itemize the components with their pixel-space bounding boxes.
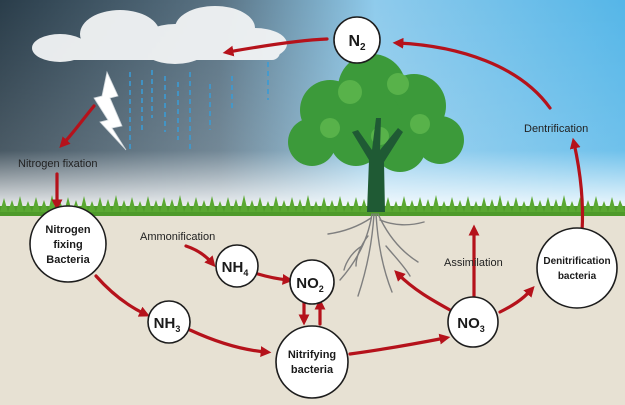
lightning-icon <box>93 70 127 151</box>
nitrifying-line2: bacteria <box>291 364 334 376</box>
node-n2: N2 <box>333 16 381 64</box>
arrow-nitrifying-to-no3 <box>348 333 451 356</box>
cloud-icon <box>32 6 287 64</box>
svg-text:NO3: NO3 <box>457 315 485 334</box>
no2-sub: 2 <box>319 284 324 294</box>
nitrifying-line1: Nitrifying <box>288 349 336 361</box>
node-nh4: NH4 <box>215 244 259 288</box>
arrow-no3-to-roots <box>394 270 452 312</box>
grass-icon <box>0 195 625 216</box>
rain-icon <box>129 62 269 150</box>
node-denitrification-bacteria: Denitrification bacteria <box>536 227 618 309</box>
fixing-bacteria-line3: Bacteria <box>46 254 90 266</box>
node-nh3: NH3 <box>147 300 191 344</box>
svg-text:NO2: NO2 <box>296 275 324 294</box>
fixing-bacteria-line1: Nitrogen <box>45 224 91 236</box>
arrow-nh4-to-no2 <box>256 272 294 285</box>
nh3-main: NH <box>154 315 176 332</box>
arrow-bacteria-to-dentrification-label <box>569 137 585 234</box>
no2-main: NO <box>296 275 319 292</box>
n2-sub: 2 <box>360 42 366 53</box>
arrow-n2-to-cloud <box>222 37 329 57</box>
arrow-ammonification-to-nh4 <box>184 244 216 268</box>
n2-main: N <box>348 33 360 50</box>
no3-sub: 3 <box>480 324 485 334</box>
label-ammonification: Ammonification <box>140 231 215 243</box>
arrow-no3-to-denitrification <box>498 285 535 314</box>
roots-icon <box>327 213 425 297</box>
denitrification-line2: bacteria <box>558 271 597 282</box>
node-no3: NO3 <box>447 296 499 348</box>
arrow-nh3-to-nitrifying <box>188 328 272 357</box>
cycle-arrows <box>51 37 585 357</box>
label-dentrification: Dentrification <box>524 123 588 135</box>
node-no2: NO2 <box>289 259 335 305</box>
nh4-sub: 4 <box>243 268 248 278</box>
label-nitrogen-fixation: Nitrogen fixation <box>18 158 98 170</box>
node-fixing-bacteria: Nitrogen fixing Bacteria <box>29 205 107 283</box>
arrow-lightning-to-fixation <box>59 104 96 149</box>
svg-text:NH4: NH4 <box>222 259 249 278</box>
fixing-bacteria-line2: fixing <box>53 239 82 251</box>
arrow-bacteria-to-nh3 <box>94 274 150 317</box>
nh4-main: NH <box>222 259 244 276</box>
no3-main: NO <box>457 315 480 332</box>
node-nitrifying-bacteria: Nitrifying bacteria <box>275 325 349 399</box>
nh3-sub: 3 <box>175 324 180 334</box>
svg-text:NH3: NH3 <box>154 315 181 334</box>
tree-icon <box>288 54 464 212</box>
label-assimilation: Assimilation <box>444 257 503 269</box>
arrow-dentrification-to-n2 <box>392 37 552 110</box>
denitrification-line1: Denitrification <box>543 256 610 267</box>
svg-text:N2: N2 <box>348 33 366 53</box>
